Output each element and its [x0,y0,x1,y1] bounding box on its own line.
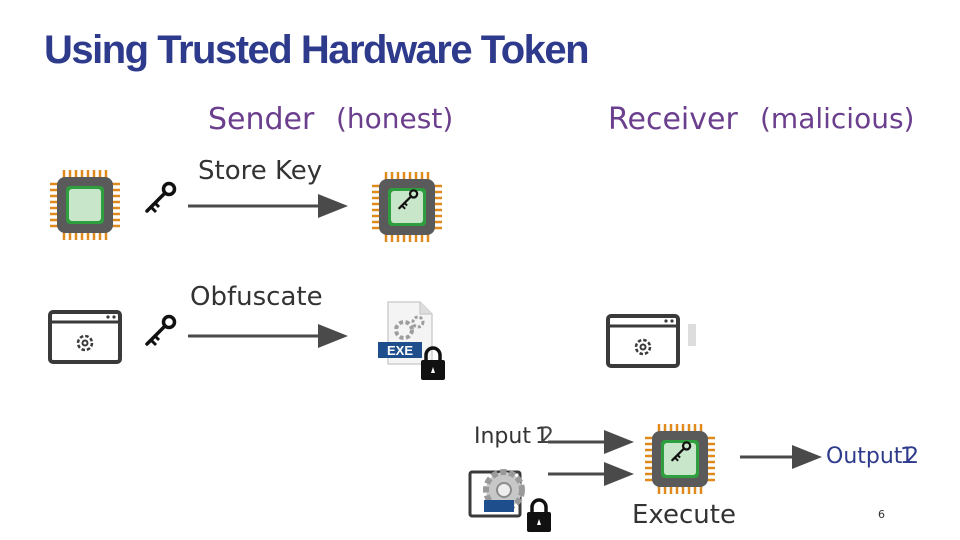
receiver-window-icon [606,314,680,368]
lock-icon [419,346,447,382]
receiver-label: Receiver [608,102,738,137]
input-text: Input [474,424,531,449]
receiver-chip-icon [370,170,444,244]
output-text: Output [826,444,903,469]
receiver-qualifier: (malicious) [760,102,915,135]
execute-chip-icon [643,422,717,496]
output-number-2: 2 [905,444,919,469]
program-window-icon [48,310,122,364]
slide-title: Using Trusted Hardware Token [44,28,590,72]
input-number-1: 1 [535,424,549,449]
output-number-1: 1 [900,444,914,469]
page-number: 6 [878,508,885,521]
exe-label: EXE [387,343,413,358]
sender-chip-icon [48,168,122,242]
key-icon-2 [145,314,177,347]
obfuscated-program-icon [468,469,525,518]
exe-file-icon: EXE [378,301,433,365]
key-icon [145,181,177,214]
window-shadow [688,324,696,346]
sender-qualifier: (honest) [336,102,454,135]
sender-label: Sender [208,102,315,137]
execute-label: Execute [632,500,736,530]
store-key-label: Store Key [198,156,323,186]
output-label: Output 1 2 [826,444,936,474]
obfuscate-label: Obfuscate [190,282,323,312]
lock-icon-2 [525,498,553,534]
